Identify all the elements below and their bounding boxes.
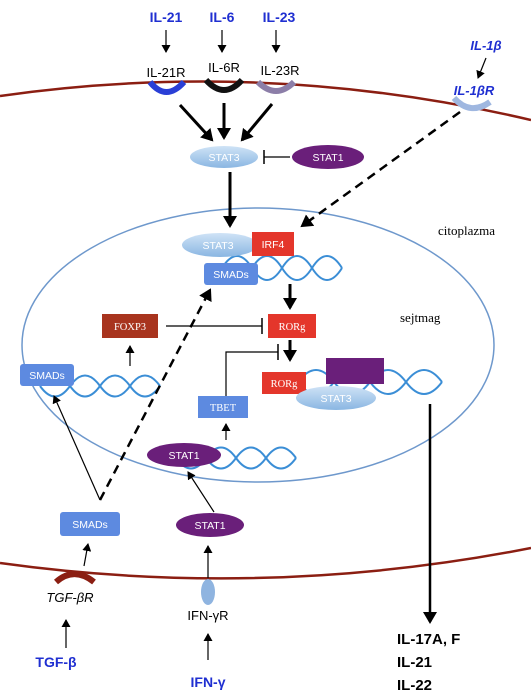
stat3-dna [296, 386, 376, 410]
cytokine-il23: IL-23 [263, 9, 296, 25]
receptor-tgfbr-shape [54, 571, 96, 585]
arrow-stat1-to-nucleus [187, 471, 215, 513]
receptor-il23r-shape [255, 79, 297, 94]
nucleus-envelope [21, 207, 495, 483]
stat1-cytoplasm-bottom [176, 513, 244, 537]
cytokine-tgfb: TGF-β [35, 654, 77, 670]
stat3-dna-label: STAT3 [320, 393, 351, 405]
arrow-il23r-to-stat3 [240, 103, 274, 142]
irf4-box [252, 232, 294, 256]
arrow-il21r-to-stat3 [178, 103, 214, 142]
cytokine-il1b: IL-1β [470, 38, 501, 53]
receptor-il23r: IL-23R [260, 63, 299, 78]
inhibit-tbet-rorg [225, 351, 278, 396]
rorg2-label: RORg [271, 379, 299, 390]
receptor-il6r-shape [203, 77, 245, 93]
stat3-cytoplasm-label: STAT3 [208, 152, 239, 164]
stat3-nucleus-label: STAT3 [202, 240, 233, 252]
receptor-ifngr: IFN-γR [187, 608, 228, 623]
irf4-label: IRF4 [262, 239, 285, 251]
label-cytoplasm: citoplazma [438, 223, 495, 238]
smads-left-label: SMADs [29, 370, 65, 382]
output-il21: IL-21 [397, 654, 432, 671]
tbet-box [198, 396, 248, 418]
foxp3-label: FOXP3 [114, 322, 146, 333]
receptor-ifngr-shape [201, 579, 215, 605]
stat1-nucleus-label: STAT1 [168, 450, 199, 462]
rorg2-box [262, 372, 306, 394]
foxp3-box [102, 314, 158, 338]
smads-left-box [20, 364, 74, 386]
receptor-il1br-shape [451, 95, 492, 111]
smads-cytoplasm-label: SMADs [72, 519, 108, 531]
arrow-smads-to-nucleus-smads [98, 288, 212, 501]
tbet-label: TBET [210, 403, 237, 414]
arrow-il1b-to-receptor [476, 57, 487, 79]
arrow-smads-to-left-dna [52, 395, 101, 501]
smads-nucleus-label: SMADs [213, 269, 249, 281]
arrow-il1br-to-irf4 [300, 110, 461, 228]
receptor-il21r: IL-21R [146, 65, 185, 80]
receptor-il1br: IL-1βR [454, 83, 495, 98]
smads-nucleus-box [204, 263, 258, 285]
stat1-cytoplasm-top-label: STAT1 [312, 152, 343, 164]
label-nucleus: sejtmag [400, 310, 441, 325]
stat3-nucleus [182, 233, 258, 257]
cytokine-ifng: IFN-γ [191, 674, 226, 690]
stat1-nucleus [147, 443, 221, 467]
smads-cytoplasm-box [60, 512, 120, 536]
stat1-cytoplasm-bottom-label: STAT1 [194, 520, 225, 532]
receptor-il6r: IL-6R [208, 60, 240, 75]
output-il22: IL-22 [397, 677, 432, 694]
output-il17af: IL-17A, F [397, 631, 460, 648]
receptor-tgfbr: TGF-βR [46, 590, 93, 605]
arrow-tgfbr-to-smads [82, 543, 92, 567]
cytokine-il6: IL-6 [210, 9, 235, 25]
rorg1-box [268, 314, 316, 338]
cofactor-box [326, 358, 384, 384]
rorg1-label: RORg [279, 322, 307, 333]
stat3-cytoplasm [190, 146, 258, 168]
cytokine-il21: IL-21 [150, 9, 183, 25]
stat1-cytoplasm-top [292, 145, 364, 169]
receptor-il21r-shape [147, 79, 187, 95]
